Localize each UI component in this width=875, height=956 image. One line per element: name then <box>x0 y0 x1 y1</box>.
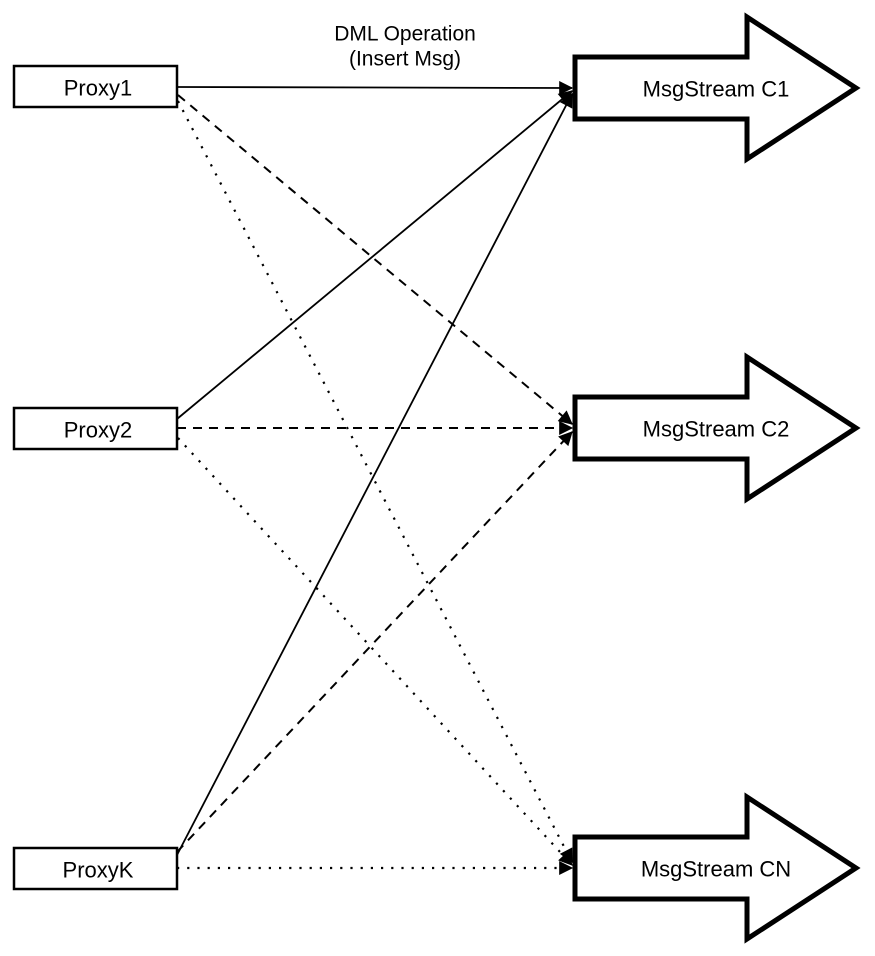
proxy2-label: Proxy2 <box>64 418 132 443</box>
proxy1-box <box>12 64 179 109</box>
stream-c1-node: MsgStream C1 <box>572 12 861 164</box>
stream-c1-arrow-shape <box>572 12 861 164</box>
dml-operation-label-line2: (Insert Msg) <box>349 48 461 71</box>
stream-c2-node: MsgStream C2 <box>572 352 861 504</box>
connector-proxy2-cn-dotted <box>177 437 573 866</box>
connector-proxy1-cn-dotted <box>177 100 573 864</box>
stream-c1-label: MsgStream C1 <box>643 77 790 102</box>
proxy2-node: Proxy2 <box>12 406 179 451</box>
stream-cn-node: MsgStream CN <box>572 792 861 944</box>
connector-proxy1-c2-dashed <box>177 94 573 425</box>
stream-c2-arrow-shape <box>572 352 861 504</box>
stream-cn-arrow-shape <box>572 792 861 944</box>
proxy1-node: Proxy1 <box>12 64 179 109</box>
proxyk-box <box>12 846 179 891</box>
dml-operation-label-line1: DML Operation <box>334 23 476 46</box>
connector-proxyk-c2-dashed <box>176 431 573 853</box>
proxy2-box <box>12 406 179 451</box>
connector-proxy2-c1-solid <box>176 90 573 420</box>
proxyk-node: ProxyK <box>12 846 179 891</box>
stream-c2-label: MsgStream C2 <box>643 417 790 442</box>
connector-proxyk-c1-solid <box>176 92 573 856</box>
stream-cn-label: MsgStream CN <box>641 857 791 882</box>
connector-proxy1-c1-solid <box>176 80 574 95</box>
proxy1-label: Proxy1 <box>64 76 132 101</box>
proxyk-label: ProxyK <box>63 858 134 883</box>
